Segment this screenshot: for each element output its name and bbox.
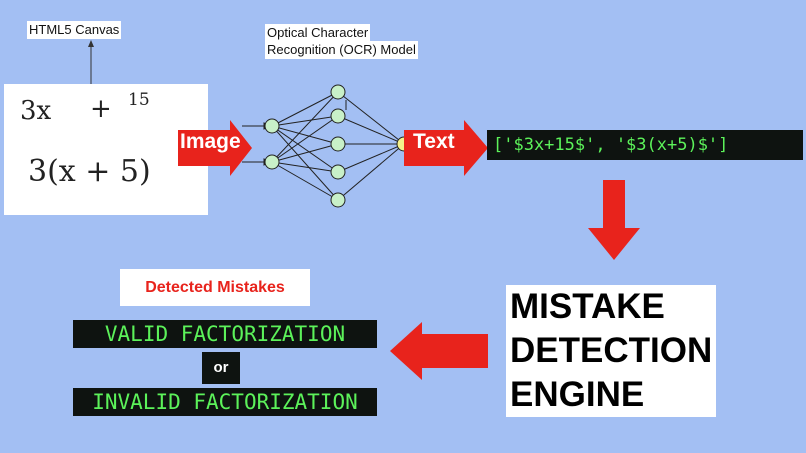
canvas-pointer-arrow [88,40,94,84]
text-arrow [404,120,488,176]
left-arrow [390,322,488,380]
valid-factorization-result: VALID FACTORIZATION [73,320,377,348]
down-arrow [588,180,640,260]
text-arrow-label: Text [413,130,455,153]
engine-line2: DETECTION [510,329,713,373]
ocr-output-text: ['$3x+15$', '$3(x+5)$'] [487,130,803,160]
image-arrow [178,120,252,176]
input-node [264,118,280,134]
ocr-label-line2: Recognition (OCR) Model [265,41,418,59]
hidden-node [330,136,346,152]
engine-line3: ENGINE [510,373,713,417]
detected-mistakes-title: Detected Mistakes [120,269,310,306]
invalid-factorization-result: INVALID FACTORIZATION [73,388,377,416]
handwritten-3x: 3x [20,96,52,126]
hidden-node [330,164,346,180]
hidden-node [330,84,346,100]
input-node [264,154,280,170]
hidden-node [330,192,346,208]
handwriting-canvas[interactable]: 3x + 15 3(x + 5) [4,84,208,215]
image-arrow-label: Image [180,130,241,153]
mistake-detection-engine: MISTAKE DETECTION ENGINE [506,285,717,417]
hidden-node [330,108,346,124]
canvas-label: HTML5 Canvas [27,21,122,39]
handwritten-15: 15 [128,90,150,110]
ocr-label-line1: Optical Character [265,24,371,42]
handwritten-plus: + [90,94,112,124]
ocr-neural-network [242,84,412,208]
or-label: or [202,352,240,384]
handwritten-factored: 3(x + 5) [28,154,151,189]
engine-line1: MISTAKE [510,285,713,329]
